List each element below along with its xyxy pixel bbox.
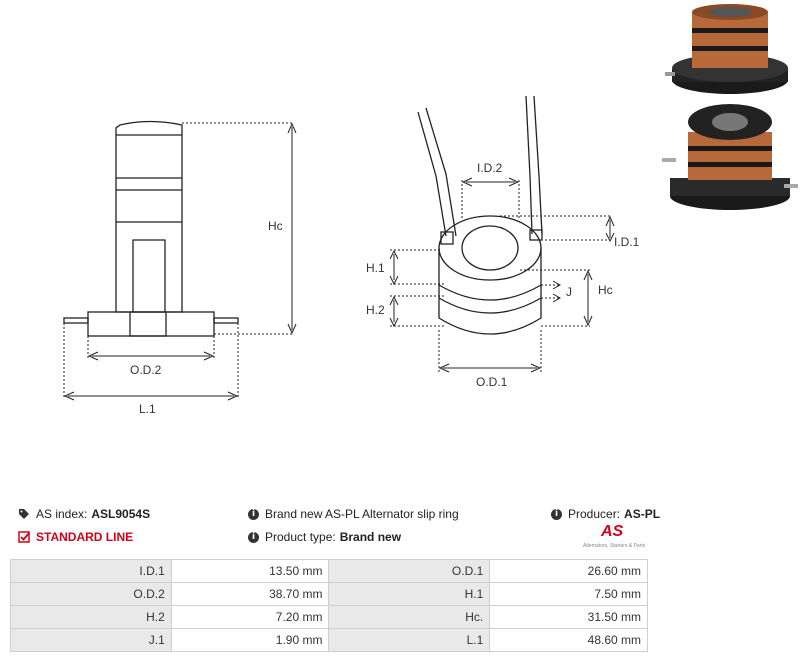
table-row: H.2 7.20 mm Hc. 31.50 mm [10, 605, 648, 629]
as-index-value: ASL9054S [91, 507, 151, 521]
technical-drawing: Hc O.D.2 L.1 I.D.2 H.1 H.2 J I.D.1 Hc O.… [63, 95, 640, 416]
product-description: Brand new AS-PL Alternator slip ring [265, 507, 459, 521]
table-row: I.D.1 13.50 mm O.D.1 26.60 mm [10, 559, 648, 583]
product-type-value: Brand new [339, 530, 402, 544]
info-icon: i [248, 508, 259, 520]
standard-line-label: STANDARD LINE [36, 530, 134, 544]
spec-value: 7.50 mm [489, 582, 648, 606]
producer-label: Producer: [568, 507, 621, 521]
dim-label-h1: H.1 [366, 261, 385, 275]
spec-value: 26.60 mm [489, 559, 648, 583]
specs-table: I.D.1 13.50 mm O.D.1 26.60 mm O.D.2 38.7… [10, 559, 648, 652]
info-icon: i [248, 531, 259, 543]
spec-value: 38.70 mm [170, 582, 330, 606]
producer-row: i Producer: AS-PL [551, 507, 660, 521]
dim-label-hc-right: Hc [598, 283, 613, 297]
logo-subtext: Alternators, Starters & Parts [583, 543, 646, 549]
tag-icon [19, 509, 29, 519]
slip-ring-view [417, 95, 543, 335]
dim-label-l1: L.1 [139, 402, 156, 416]
spec-label: H.1 [328, 582, 491, 606]
product-type-row: i Product type: Brand new [248, 530, 401, 544]
table-row: O.D.2 38.70 mm H.1 7.50 mm [10, 582, 648, 606]
info-icon: i [551, 508, 562, 520]
spec-value: 7.20 mm [170, 605, 330, 629]
spec-value: 48.60 mm [489, 628, 648, 652]
as-pl-logo: AS Alternators, Starters & Parts [583, 523, 653, 551]
spec-label: J.1 [10, 628, 172, 652]
product-photo-bottom [662, 104, 798, 210]
dim-label-h2: H.2 [366, 303, 385, 317]
spec-label: L.1 [328, 628, 491, 652]
as-index-label: AS index: [36, 507, 88, 521]
dim-label-id2: I.D.2 [477, 161, 503, 175]
as-index-row: AS index: ASL9054S [18, 507, 150, 521]
spec-label: I.D.1 [10, 559, 172, 583]
dim-label-j: J [566, 285, 572, 299]
spec-value: 13.50 mm [170, 559, 330, 583]
side-view [63, 120, 239, 337]
spec-label: O.D.1 [328, 559, 491, 583]
product-photos [662, 4, 798, 210]
product-type-label: Product type: [265, 530, 336, 544]
spec-value: 31.50 mm [489, 605, 648, 629]
dim-label-hc-left: Hc [268, 219, 283, 233]
dim-label-od2: O.D.2 [130, 363, 162, 377]
table-row: J.1 1.90 mm L.1 48.60 mm [10, 628, 648, 652]
spec-label: Hc. [328, 605, 491, 629]
dim-label-id1: I.D.1 [614, 235, 640, 249]
producer-value: AS-PL [624, 507, 661, 521]
product-info: AS index: ASL9054S STANDARD LINE i Brand… [0, 500, 800, 560]
spec-label: O.D.2 [10, 582, 172, 606]
product-photo-top [665, 4, 788, 94]
spec-label: H.2 [10, 605, 172, 629]
spec-value: 1.90 mm [170, 628, 330, 652]
description-row: i Brand new AS-PL Alternator slip ring [248, 507, 459, 521]
dim-label-od1: O.D.1 [476, 375, 508, 389]
checkbox-checked-icon [18, 531, 30, 543]
logo-text: AS [601, 523, 624, 540]
standard-line-row: STANDARD LINE [18, 530, 133, 544]
